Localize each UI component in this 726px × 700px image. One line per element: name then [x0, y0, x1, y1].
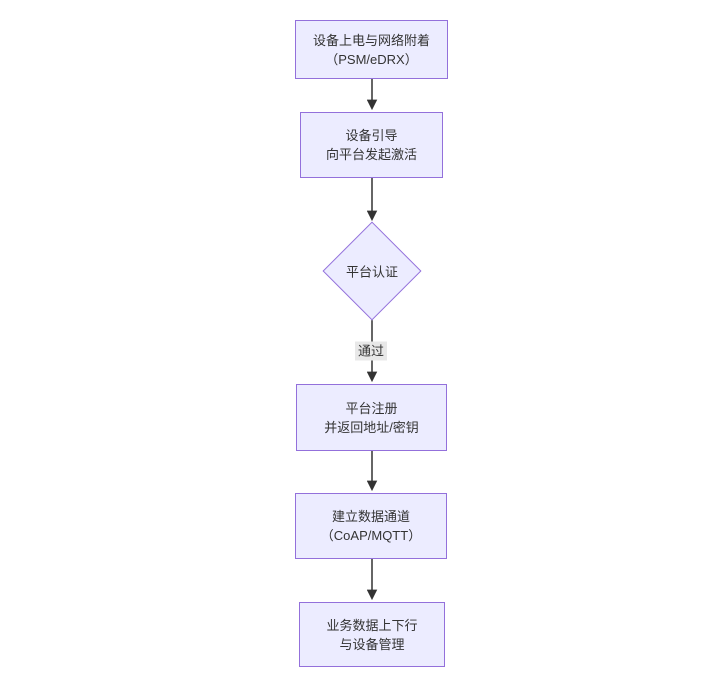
- node-line: 平台注册: [345, 400, 398, 416]
- node-data-channel: 建立数据通道 （CoAP/MQTT）: [295, 493, 447, 559]
- node-line: 与设备管理: [339, 636, 405, 652]
- node-power-attach: 设备上电与网络附着 （PSM/eDRX）: [295, 20, 448, 79]
- decision-label: 平台认证: [345, 264, 399, 280]
- node-line: （PSM/eDRX）: [325, 51, 418, 67]
- node-line: 设备上电与网络附着: [312, 32, 430, 48]
- node-platform-register: 平台注册 并返回地址/密钥: [296, 384, 447, 451]
- node-line: 建立数据通道: [331, 509, 410, 524]
- node-line: （CoAP/MQTT）: [320, 528, 422, 543]
- edge-label-pass: 通过: [354, 341, 388, 361]
- node-line: 业务数据上下行: [326, 617, 418, 633]
- node-line: 设备引导: [345, 128, 398, 143]
- node-line: 并返回地址/密钥: [324, 419, 419, 435]
- node-bootstrap: 设备引导 向平台发起激活: [300, 112, 443, 178]
- node-line: 向平台发起激活: [325, 147, 417, 162]
- node-business-data: 业务数据上下行 与设备管理: [299, 602, 445, 667]
